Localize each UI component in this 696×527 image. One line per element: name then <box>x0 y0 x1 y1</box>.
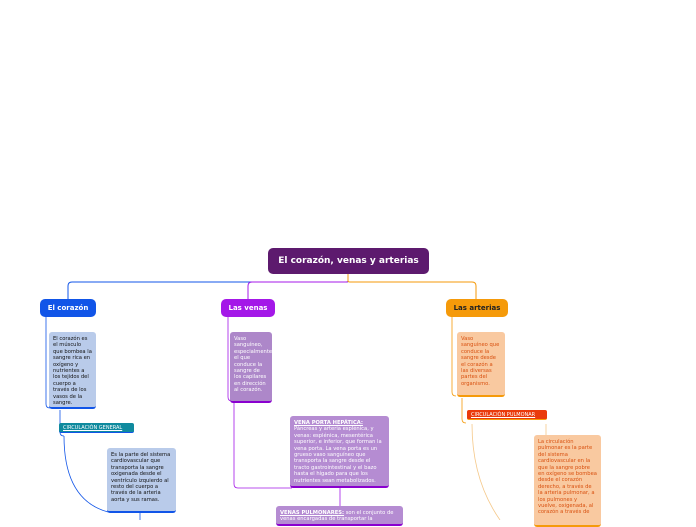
arterias-description[interactable]: Vaso sanguíneo que conduce la sangre des… <box>457 332 505 397</box>
topic-las-venas[interactable]: Las venas <box>221 299 275 317</box>
venas-pulmonares-note[interactable]: VENAS PULMONARES: son el conjunto de ven… <box>276 506 403 526</box>
venas-pulmonares-title: VENAS PULMONARES: <box>280 510 345 516</box>
corazon-description[interactable]: El corazón es el músculo que bombea la s… <box>49 332 96 409</box>
circulacion-general-tag[interactable]: CIRCULACIÓN GENERAL <box>59 423 134 433</box>
vena-porta-title: VENA PORTA HEPÁTICA: <box>294 420 363 426</box>
vena-porta-hepatica-note[interactable]: VENA PORTA HEPÁTICA: Páncreas y arteria … <box>290 416 389 488</box>
circulacion-pulmonar-description[interactable]: La circulación pulmonar es la parte del … <box>534 435 601 527</box>
vena-porta-text: Páncreas y arteria esplénica, y venas: e… <box>294 426 382 484</box>
circulacion-general-description[interactable]: Es la parte del sistema cardiovascular q… <box>107 448 176 513</box>
topic-el-corazon[interactable]: El corazón <box>40 299 96 317</box>
topic-las-arterias[interactable]: Las arterias <box>446 299 508 317</box>
venas-pulmonares-text: son el conjunto de venas encargadas de t… <box>280 510 394 523</box>
venas-description[interactable]: Vaso sanguíneo, especialmente el que con… <box>230 332 272 403</box>
circulacion-pulmonar-tag[interactable]: CIRCULACIÓN PULMONAR <box>467 410 547 420</box>
central-topic[interactable]: El corazón, venas y arterias <box>268 248 429 274</box>
